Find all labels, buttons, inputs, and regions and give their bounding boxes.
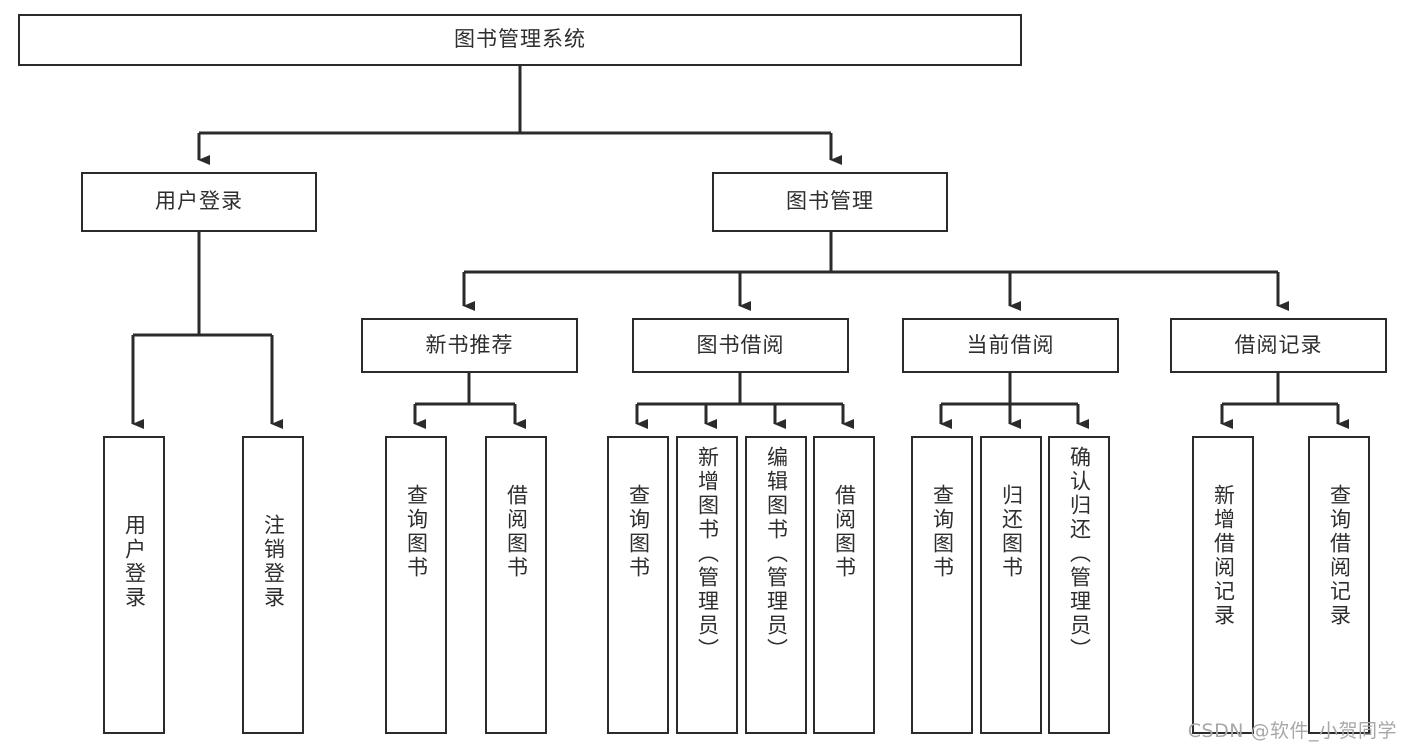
node-label: 注销登录 bbox=[261, 514, 286, 610]
node-label: 查询借阅记录 bbox=[1327, 484, 1352, 628]
node-label: 查询图书 bbox=[626, 484, 651, 580]
leaf-query-book-borrow[interactable]: 查询图书 bbox=[607, 436, 669, 734]
node-label: 新增借阅记录 bbox=[1211, 484, 1236, 628]
node-new-book-recommend[interactable]: 新书推荐 bbox=[361, 318, 578, 373]
leaf-user-login[interactable]: 用户登录 bbox=[103, 436, 165, 734]
node-label: 用户登录 bbox=[155, 189, 243, 214]
node-borrow-record[interactable]: 借阅记录 bbox=[1170, 318, 1387, 373]
node-label: 新增图书（管理员） bbox=[695, 446, 720, 662]
node-book-management[interactable]: 图书管理 bbox=[712, 172, 948, 232]
leaf-add-book-admin[interactable]: 新增图书（管理员） bbox=[676, 436, 738, 734]
leaf-user-logout[interactable]: 注销登录 bbox=[242, 436, 304, 734]
leaf-confirm-return-admin[interactable]: 确认归还（管理员） bbox=[1048, 436, 1110, 734]
leaf-borrow-book-recommend[interactable]: 借阅图书 bbox=[485, 436, 547, 734]
leaf-return-book[interactable]: 归还图书 bbox=[980, 436, 1042, 734]
node-user-login[interactable]: 用户登录 bbox=[81, 172, 317, 232]
node-label: 确认归还（管理员） bbox=[1067, 446, 1092, 662]
leaf-query-book-current[interactable]: 查询图书 bbox=[911, 436, 973, 734]
leaf-add-borrow-record[interactable]: 新增借阅记录 bbox=[1192, 436, 1254, 734]
leaf-borrow-book[interactable]: 借阅图书 bbox=[813, 436, 875, 734]
node-book-borrow[interactable]: 图书借阅 bbox=[632, 318, 849, 373]
node-label: 图书借阅 bbox=[696, 332, 785, 357]
node-label: 借阅图书 bbox=[832, 484, 857, 580]
node-label: 当前借阅 bbox=[966, 332, 1055, 357]
leaf-edit-book-admin[interactable]: 编辑图书（管理员） bbox=[745, 436, 807, 734]
node-current-borrow[interactable]: 当前借阅 bbox=[902, 318, 1119, 373]
node-label: 新书推荐 bbox=[425, 332, 514, 357]
node-label: 编辑图书（管理员） bbox=[764, 446, 789, 662]
node-label: 图书管理系统 bbox=[454, 27, 586, 52]
node-label: 归还图书 bbox=[999, 484, 1024, 580]
leaf-query-borrow-record[interactable]: 查询借阅记录 bbox=[1308, 436, 1370, 734]
node-label: 用户登录 bbox=[122, 514, 147, 610]
node-label: 借阅记录 bbox=[1234, 332, 1323, 357]
node-label: 图书管理 bbox=[786, 189, 874, 214]
node-label: 查询图书 bbox=[404, 484, 429, 580]
leaf-query-book-recommend[interactable]: 查询图书 bbox=[385, 436, 447, 734]
node-label: 借阅图书 bbox=[504, 484, 529, 580]
node-root-system[interactable]: 图书管理系统 bbox=[18, 14, 1022, 66]
node-label: 查询图书 bbox=[930, 484, 955, 580]
